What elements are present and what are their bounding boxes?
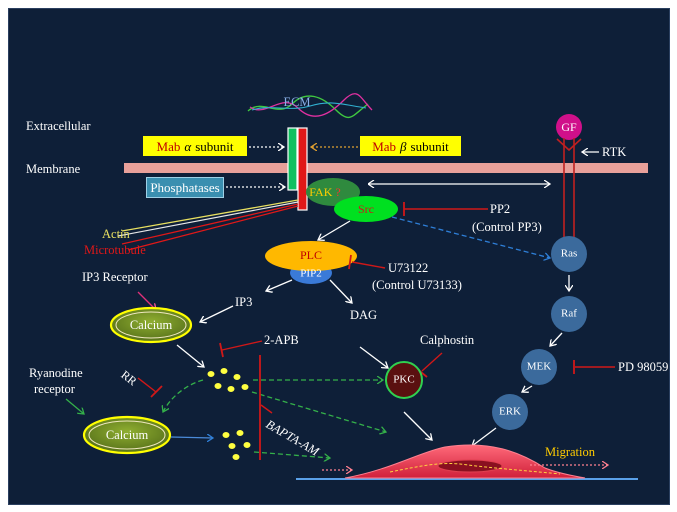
cell-cytoskeleton-fibers — [389, 463, 561, 475]
apb-inhibition-line — [221, 340, 263, 351]
mek-erk-arrow — [522, 385, 533, 392]
pp3-label: (Control PP3) — [472, 220, 542, 234]
erk-node — [492, 394, 528, 430]
ecm-label: ECM — [283, 94, 311, 109]
ip3-receptor-label: IP3 Receptor — [82, 270, 148, 284]
raf-mek-arrow — [550, 332, 563, 346]
calcium-top-inner-ring — [115, 311, 187, 339]
microtubule-line-1 — [121, 203, 299, 245]
plc-label: PLC — [299, 248, 323, 262]
pkc-migration-arrow — [403, 411, 432, 440]
calcium-bottom-node — [82, 415, 172, 455]
fak-text: FAK — [309, 185, 333, 199]
ip3-label: IP3 — [235, 295, 253, 309]
pd98059-label: PD 98059 — [618, 360, 669, 374]
calcium-vesicles-bottom — [222, 430, 251, 460]
actin-line-2 — [117, 201, 299, 237]
mab-alpha-subunit-text: subunit — [195, 138, 234, 154]
pkc-node — [385, 361, 423, 399]
phosphatases-box: Phosphatases — [146, 177, 224, 198]
vesicles-bottom-migration-arrow — [253, 451, 330, 458]
calcium-bottom-label: Calcium — [105, 427, 149, 442]
apb-inhibition-bar — [219, 342, 224, 358]
membrane-band — [124, 163, 648, 173]
calcium-release-arrow — [176, 344, 204, 367]
calcium-vesicles-top — [207, 368, 249, 392]
ip3-calcium-arrow — [200, 305, 234, 322]
pp2-label: PP2 — [490, 202, 511, 216]
dag-label: DAG — [350, 308, 378, 322]
fak-question-mark: ? — [335, 185, 341, 199]
ras-label: Ras — [560, 247, 578, 260]
microtubule-line-2 — [127, 205, 299, 251]
pkc-label: PKC — [393, 373, 415, 386]
gf-label: GF — [561, 120, 577, 134]
calcium-bottom-inner-ring — [88, 420, 166, 450]
migration-label: Migration — [545, 445, 595, 459]
src-label: Src — [358, 202, 374, 216]
mek-label: MEK — [526, 360, 552, 373]
actin-label: Actin — [102, 227, 130, 241]
mek-node — [521, 349, 557, 385]
actin-line-1 — [121, 199, 299, 232]
rtk-receptor — [563, 138, 575, 240]
src-plc-arrow — [318, 220, 351, 240]
rr-inhibition-line — [137, 377, 157, 393]
calcium-migration-dashed-arrow — [251, 391, 386, 432]
pip2-label: PIP2 — [300, 267, 322, 280]
rtk-label: RTK — [602, 145, 627, 159]
pip2-ip3-arrow — [266, 279, 293, 291]
raf-node — [551, 296, 587, 332]
rr-inhibition-bar — [150, 385, 163, 398]
bapta-inhibition-line — [260, 404, 273, 414]
calcium-bottom-release-arrow — [170, 437, 213, 438]
integrin-beta-subunit — [297, 127, 308, 211]
rtk-fork — [556, 138, 582, 152]
u73122-inhibition-bar — [348, 254, 352, 270]
calcium-ryanodine-dashed-arrow — [163, 379, 204, 412]
apb-label: 2-APB — [264, 333, 299, 347]
u73133-label: (Control U73133) — [372, 278, 462, 292]
erk-label: ERK — [499, 405, 521, 418]
fak-label: FAK ? — [309, 186, 340, 198]
ecm-fibers — [247, 93, 373, 119]
mab-beta-box: Mab β subunit — [360, 136, 461, 156]
integrin-alpha-subunit — [287, 127, 298, 191]
receptor-label: receptor — [34, 382, 75, 396]
u73122-label: U73122 — [388, 261, 429, 275]
microtubule-label: Microtubule — [84, 243, 146, 257]
membrane-label: Membrane — [26, 162, 81, 176]
src-ras-dashed-arrow — [391, 216, 550, 258]
src-node — [334, 196, 398, 222]
cell-nucleus — [437, 459, 503, 473]
ryanodine-label: Ryanodine — [29, 366, 83, 380]
mab-beta-mab-text: Mab — [372, 138, 397, 154]
raf-label: Raf — [561, 307, 577, 320]
extracellular-label: Extracellular — [26, 119, 91, 133]
calcium-top-label: Calcium — [129, 317, 173, 332]
calphostin-inhibition-line — [421, 352, 443, 372]
mab-alpha-mab-text: Mab — [156, 138, 181, 154]
mab-beta-subunit-text: subunit — [410, 138, 449, 154]
u73122-inhibition-line — [351, 261, 386, 269]
mab-alpha-greek-text: α — [184, 138, 192, 154]
erk-migration-arrow — [472, 427, 497, 446]
dag-pkc-arrow — [359, 346, 388, 368]
pip2-dag-arrow — [329, 279, 352, 303]
plc-node — [265, 241, 357, 271]
gf-node — [556, 114, 582, 140]
calphostin-label: Calphostin — [420, 333, 475, 347]
mab-beta-greek-text: β — [400, 138, 407, 154]
mab-alpha-box: Mab α subunit — [143, 136, 247, 156]
calcium-top-node — [109, 306, 193, 344]
ryanodine-receptor-pointer — [65, 398, 84, 414]
ras-node — [551, 236, 587, 272]
